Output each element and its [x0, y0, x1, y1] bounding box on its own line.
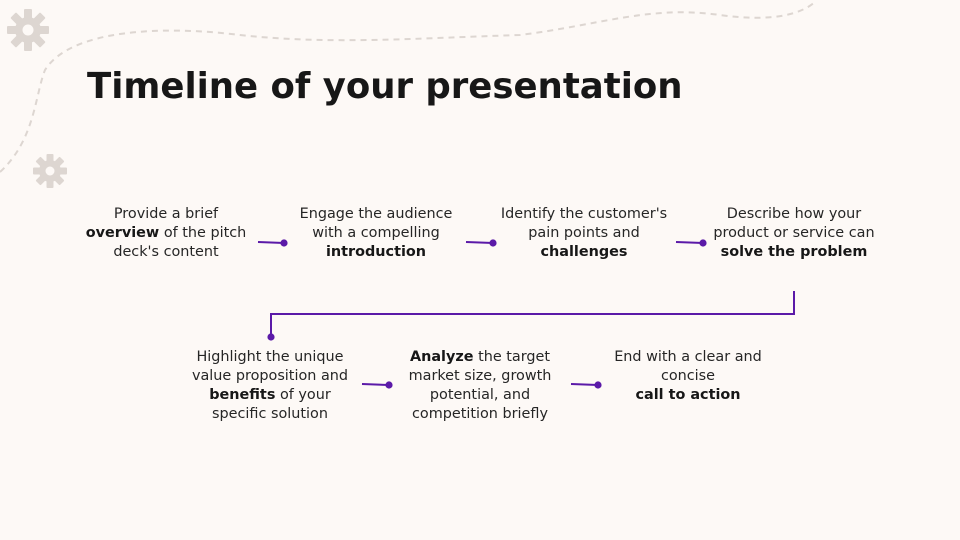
step-text: Identify the customer's pain points and: [500, 206, 668, 241]
step-text: of the pitch deck's content: [113, 225, 247, 260]
step-text: Describe how your product or service can: [713, 206, 875, 241]
step-highlight: Analyze: [409, 349, 474, 365]
timeline-step-solve-problem: Describe how your product or service can…: [704, 205, 884, 262]
gear-icon: [33, 154, 67, 188]
connector-line: [361, 383, 390, 386]
slide-title: Timeline of your presentation: [87, 66, 683, 107]
timeline-step-analyze: Analyze the target market size, growth p…: [392, 348, 568, 424]
timeline-step-overview: Provide a brief overview of the pitch de…: [76, 205, 256, 262]
connector-elbow: [270, 291, 795, 337]
gear-icon: [7, 9, 49, 51]
step-text: End with a clear and concise: [614, 349, 762, 384]
step-highlight: call to action: [635, 387, 741, 403]
timeline-step-call-to-action: End with a clear and concise call to act…: [600, 348, 776, 405]
step-highlight: introduction: [325, 244, 427, 260]
timeline-step-benefits: Highlight the unique value proposition a…: [182, 348, 358, 424]
connector-dot: [267, 333, 275, 341]
step-text: Provide a brief: [113, 206, 219, 222]
step-text: Highlight the unique value proposition a…: [191, 349, 349, 384]
connector-line: [675, 241, 704, 244]
step-highlight: solve the problem: [720, 244, 868, 260]
step-highlight: challenges: [540, 244, 628, 260]
connector-line: [465, 241, 494, 244]
step-highlight: benefits: [209, 387, 276, 403]
step-highlight: overview: [85, 225, 160, 241]
step-text: of your specific solution: [212, 387, 331, 422]
step-text: Engage the audience with a compelling: [299, 206, 453, 241]
timeline-step-introduction: Engage the audience with a compelling in…: [286, 205, 466, 262]
step-text: the target market size, growth potential…: [408, 349, 552, 422]
connector-line: [257, 241, 285, 244]
connector-line: [570, 383, 599, 386]
timeline-step-challenges: Identify the customer's pain points and …: [494, 205, 674, 262]
